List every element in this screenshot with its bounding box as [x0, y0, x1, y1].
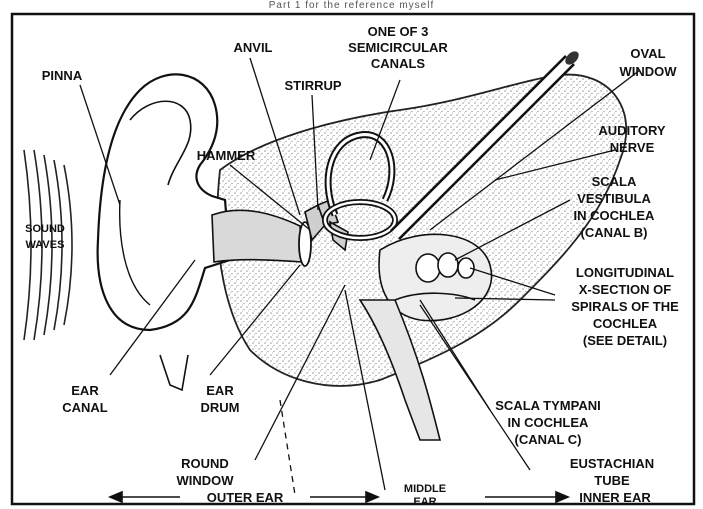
label-anvil: ANVIL: [234, 40, 273, 55]
label-earcanal-line2: CANAL: [62, 400, 108, 415]
label-middle-ear-line2: EAR: [413, 496, 436, 508]
label-sound-line2: WAVES: [26, 239, 65, 251]
label-sound-line1: SOUND: [25, 223, 65, 235]
label-stirrup: STIRRUP: [284, 78, 341, 93]
label-oval-line2: WINDOW: [619, 64, 677, 79]
label-middle-ear-line1: MIDDLE: [404, 483, 446, 495]
label-roundwindow-line1: ROUND: [181, 456, 229, 471]
label-outer-ear: OUTER EAR: [207, 490, 284, 505]
label-canals-line1: ONE OF 3: [368, 24, 429, 39]
pinna-shape: [98, 74, 230, 330]
label-auditory-line1: AUDITORY: [598, 123, 666, 138]
label-eustachian-line1: EUSTACHIAN: [570, 456, 654, 471]
label-eardrum-line1: EAR: [206, 383, 234, 398]
label-vestibula-line3: IN COCHLEA: [574, 208, 656, 223]
label-longitudinal-line4: COCHLEA: [593, 316, 658, 331]
label-vestibula-line1: SCALA: [592, 174, 637, 189]
label-tympani-line1: SCALA TYMPANI: [495, 398, 600, 413]
label-vestibula-line2: VESTIBULA: [577, 191, 651, 206]
label-hammer: HAMMER: [197, 148, 256, 163]
label-eardrum-line2: DRUM: [201, 400, 240, 415]
label-earcanal-line1: EAR: [71, 383, 99, 398]
label-longitudinal-line3: SPIRALS OF THE: [571, 299, 679, 314]
label-inner-ear: INNER EAR: [579, 490, 651, 505]
label-tympani-line2: IN COCHLEA: [508, 415, 590, 430]
label-eustachian-line2: TUBE: [594, 473, 630, 488]
label-canals-line3: CANALS: [371, 56, 425, 71]
label-longitudinal-line2: X-SECTION OF: [579, 282, 672, 297]
label-tympani-line3: (CANAL C): [515, 432, 582, 447]
label-roundwindow-line2: WINDOW: [176, 473, 234, 488]
label-auditory-line2: NERVE: [610, 140, 655, 155]
region-arrows: [110, 492, 568, 502]
label-longitudinal-line1: LONGITUDINAL: [576, 265, 674, 280]
label-vestibula-line4: (CANAL B): [581, 225, 648, 240]
label-oval-line1: OVAL: [630, 46, 665, 61]
label-pinna: PINNA: [42, 68, 83, 83]
label-longitudinal-line5: (SEE DETAIL): [583, 333, 667, 348]
label-canals-line2: SEMICIRCULAR: [348, 40, 448, 55]
